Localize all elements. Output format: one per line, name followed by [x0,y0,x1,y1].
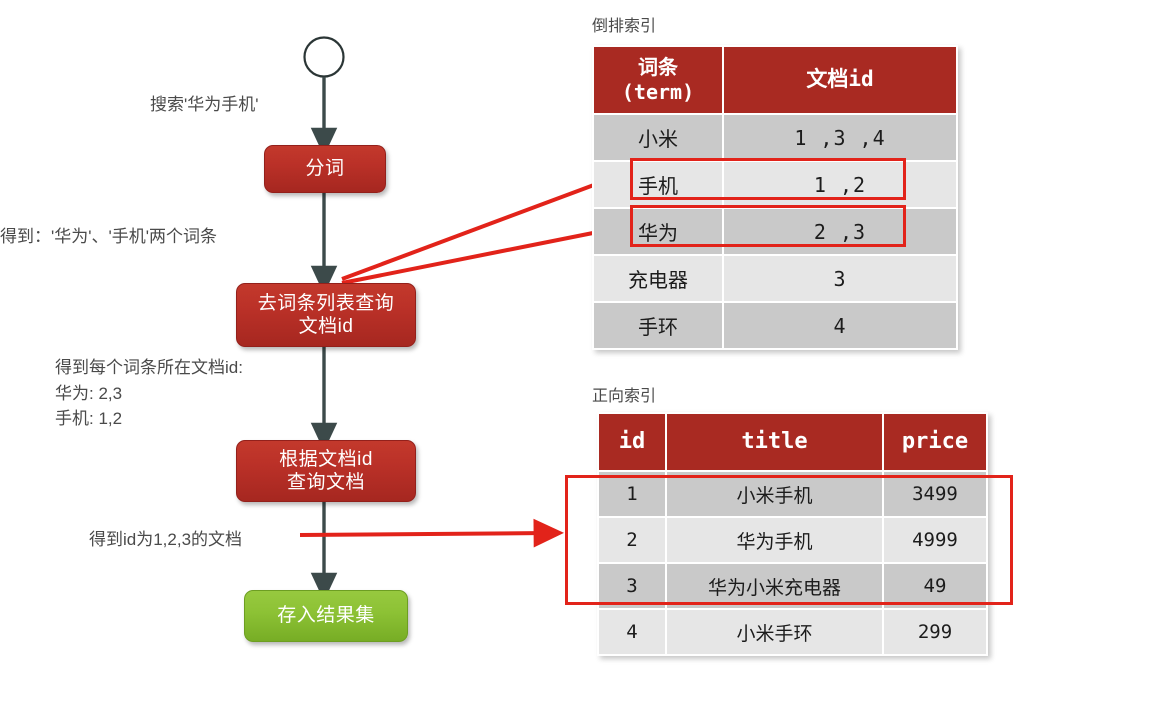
forward-row-4: 4 小米手环 299 [599,610,986,654]
forward-cell-price: 299 [884,610,986,654]
node-query-docs-label: 根据文档id 查询文档 [279,448,373,493]
forward-cell-title: 华为小米充电器 [667,564,882,608]
inverted-index-title: 倒排索引 [592,18,657,35]
inverted-col-term-line2: (term) [621,80,695,104]
inverted-cell-docids: 3 [724,256,956,301]
inverted-cell-term: 充电器 [594,256,722,301]
node-result-set-label: 存入结果集 [277,605,375,627]
label-docids: 得到每个词条所在文档id: 华为: 2,3 手机: 1,2 [55,358,243,428]
forward-cell-id: 1 [599,472,665,516]
arrow-to-term-huawei [341,216,634,285]
inverted-col-term-line1: 词条 [638,57,678,79]
label-search: 搜索'华为手机' [150,95,259,114]
inverted-cell-term: 手环 [594,303,722,348]
node-result-set[interactable]: 存入结果集 [244,590,408,642]
inverted-col-docid: 文档id [724,47,956,113]
forward-index-header-row: id title price [599,414,986,470]
inverted-col-term: 词条 (term) [594,47,722,113]
inverted-row-shouji: 手机 1 ,2 [594,162,956,207]
inverted-row-huawei: 华为 2 ,3 [594,209,956,254]
inverted-cell-docids: 4 [724,303,956,348]
forward-row-1: 1 小米手机 3499 [599,472,986,516]
forward-row-3: 3 华为小米充电器 49 [599,564,986,608]
inverted-cell-docids: 1 ,3 ,4 [724,115,956,160]
inverted-cell-term: 小米 [594,115,722,160]
arrow-to-forward-index [299,518,564,548]
inverted-cell-term: 手机 [594,162,722,207]
inverted-col-docid-label: 文档id [806,67,874,92]
forward-cell-id: 4 [599,610,665,654]
forward-row-2: 2 华为手机 4999 [599,518,986,562]
forward-cell-price: 49 [884,564,986,608]
forward-index-table: id title price 1 小米手机 3499 2 华为手机 4999 3… [597,412,988,656]
forward-cell-id: 3 [599,564,665,608]
forward-cell-price: 3499 [884,472,986,516]
forward-col-title: title [667,414,882,470]
label-terms: 得到：'华为'、'手机'两个词条 [0,227,217,246]
arrow-to-term-shouji [341,167,633,281]
forward-col-price: price [884,414,986,470]
node-tokenize[interactable]: 分词 [264,145,386,193]
node-query-terms-label: 去词条列表查询 文档id [257,292,395,337]
forward-cell-title: 华为手机 [667,518,882,562]
inverted-index-header-row: 词条 (term) 文档id [594,47,956,113]
inverted-cell-term: 华为 [594,209,722,254]
inverted-row-chongdianqi: 充电器 3 [594,256,956,301]
forward-col-id: id [599,414,665,470]
forward-cell-id: 2 [599,518,665,562]
forward-cell-title: 小米手环 [667,610,882,654]
node-query-docs[interactable]: 根据文档id 查询文档 [236,440,416,502]
inverted-index-table: 词条 (term) 文档id 小米 1 ,3 ,4 手机 1 ,2 华为 2 ,… [592,45,958,350]
forward-index-title: 正向索引 [592,388,657,405]
node-tokenize-label: 分词 [305,158,345,180]
inverted-cell-docids: 1 ,2 [724,162,956,207]
forward-cell-title: 小米手机 [667,472,882,516]
inverted-row-shouhuan: 手环 4 [594,303,956,348]
inverted-cell-docids: 2 ,3 [724,209,956,254]
label-docs: 得到id为1,2,3的文档 [89,530,243,549]
forward-cell-price: 4999 [884,518,986,562]
inverted-row-xiaomi: 小米 1 ,3 ,4 [594,115,956,160]
node-query-terms[interactable]: 去词条列表查询 文档id [236,283,416,347]
start-circle [303,36,345,78]
